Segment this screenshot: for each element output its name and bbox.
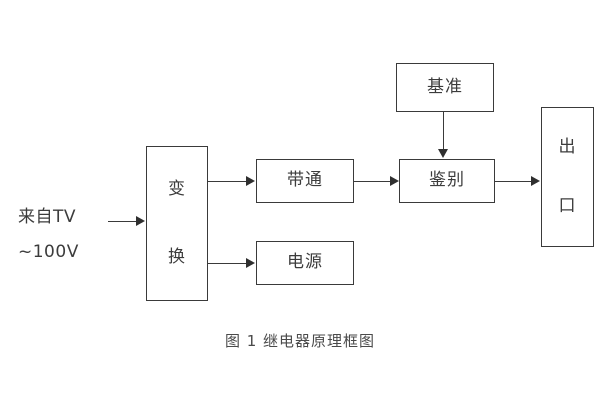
connector-discriminate-to-output-line (495, 181, 533, 182)
connector-convert-to-power-line (208, 263, 248, 264)
source-label-line1: 来自TV (18, 207, 77, 227)
connector-convert-to-power-arrowhead (246, 258, 255, 268)
block-output-label-line2: 口 (558, 196, 577, 216)
connector-reference-to-discriminate-line (443, 112, 444, 151)
block-bandpass-label: 带通 (287, 170, 323, 191)
block-reference-label: 基准 (427, 76, 463, 97)
block-output-label: 出 口 (559, 137, 577, 218)
connector-convert-to-bandpass-line (208, 181, 248, 182)
connector-source-to-convert-arrowhead (136, 216, 145, 226)
connector-source-to-convert-line (108, 221, 138, 222)
block-bandpass[interactable]: 带通 (256, 159, 354, 203)
block-convert-label-line2: 换 (168, 246, 186, 267)
block-reference[interactable]: 基准 (396, 63, 494, 112)
connector-bandpass-to-discriminate-line (354, 181, 392, 182)
block-power-label: 电源 (287, 252, 323, 273)
figure-caption: 图 1 继电器原理框图 (224, 332, 376, 350)
block-convert[interactable]: 变 换 (146, 146, 208, 301)
block-convert-label-line1: 变 (168, 179, 186, 200)
connector-bandpass-to-discriminate-arrowhead (390, 176, 399, 186)
connector-discriminate-to-output-arrowhead (531, 176, 540, 186)
block-convert-label: 变 换 (168, 179, 186, 268)
block-discriminate[interactable]: 鉴别 (399, 159, 495, 203)
block-discriminate-label: 鉴别 (429, 170, 465, 191)
connector-reference-to-discriminate-arrowhead (438, 149, 448, 158)
block-output-label-line1: 出 (558, 136, 577, 157)
block-output[interactable]: 出 口 (541, 107, 594, 247)
source-label-line2: ~100V (18, 242, 79, 262)
connector-convert-to-bandpass-arrowhead (246, 176, 255, 186)
block-power[interactable]: 电源 (256, 241, 354, 285)
